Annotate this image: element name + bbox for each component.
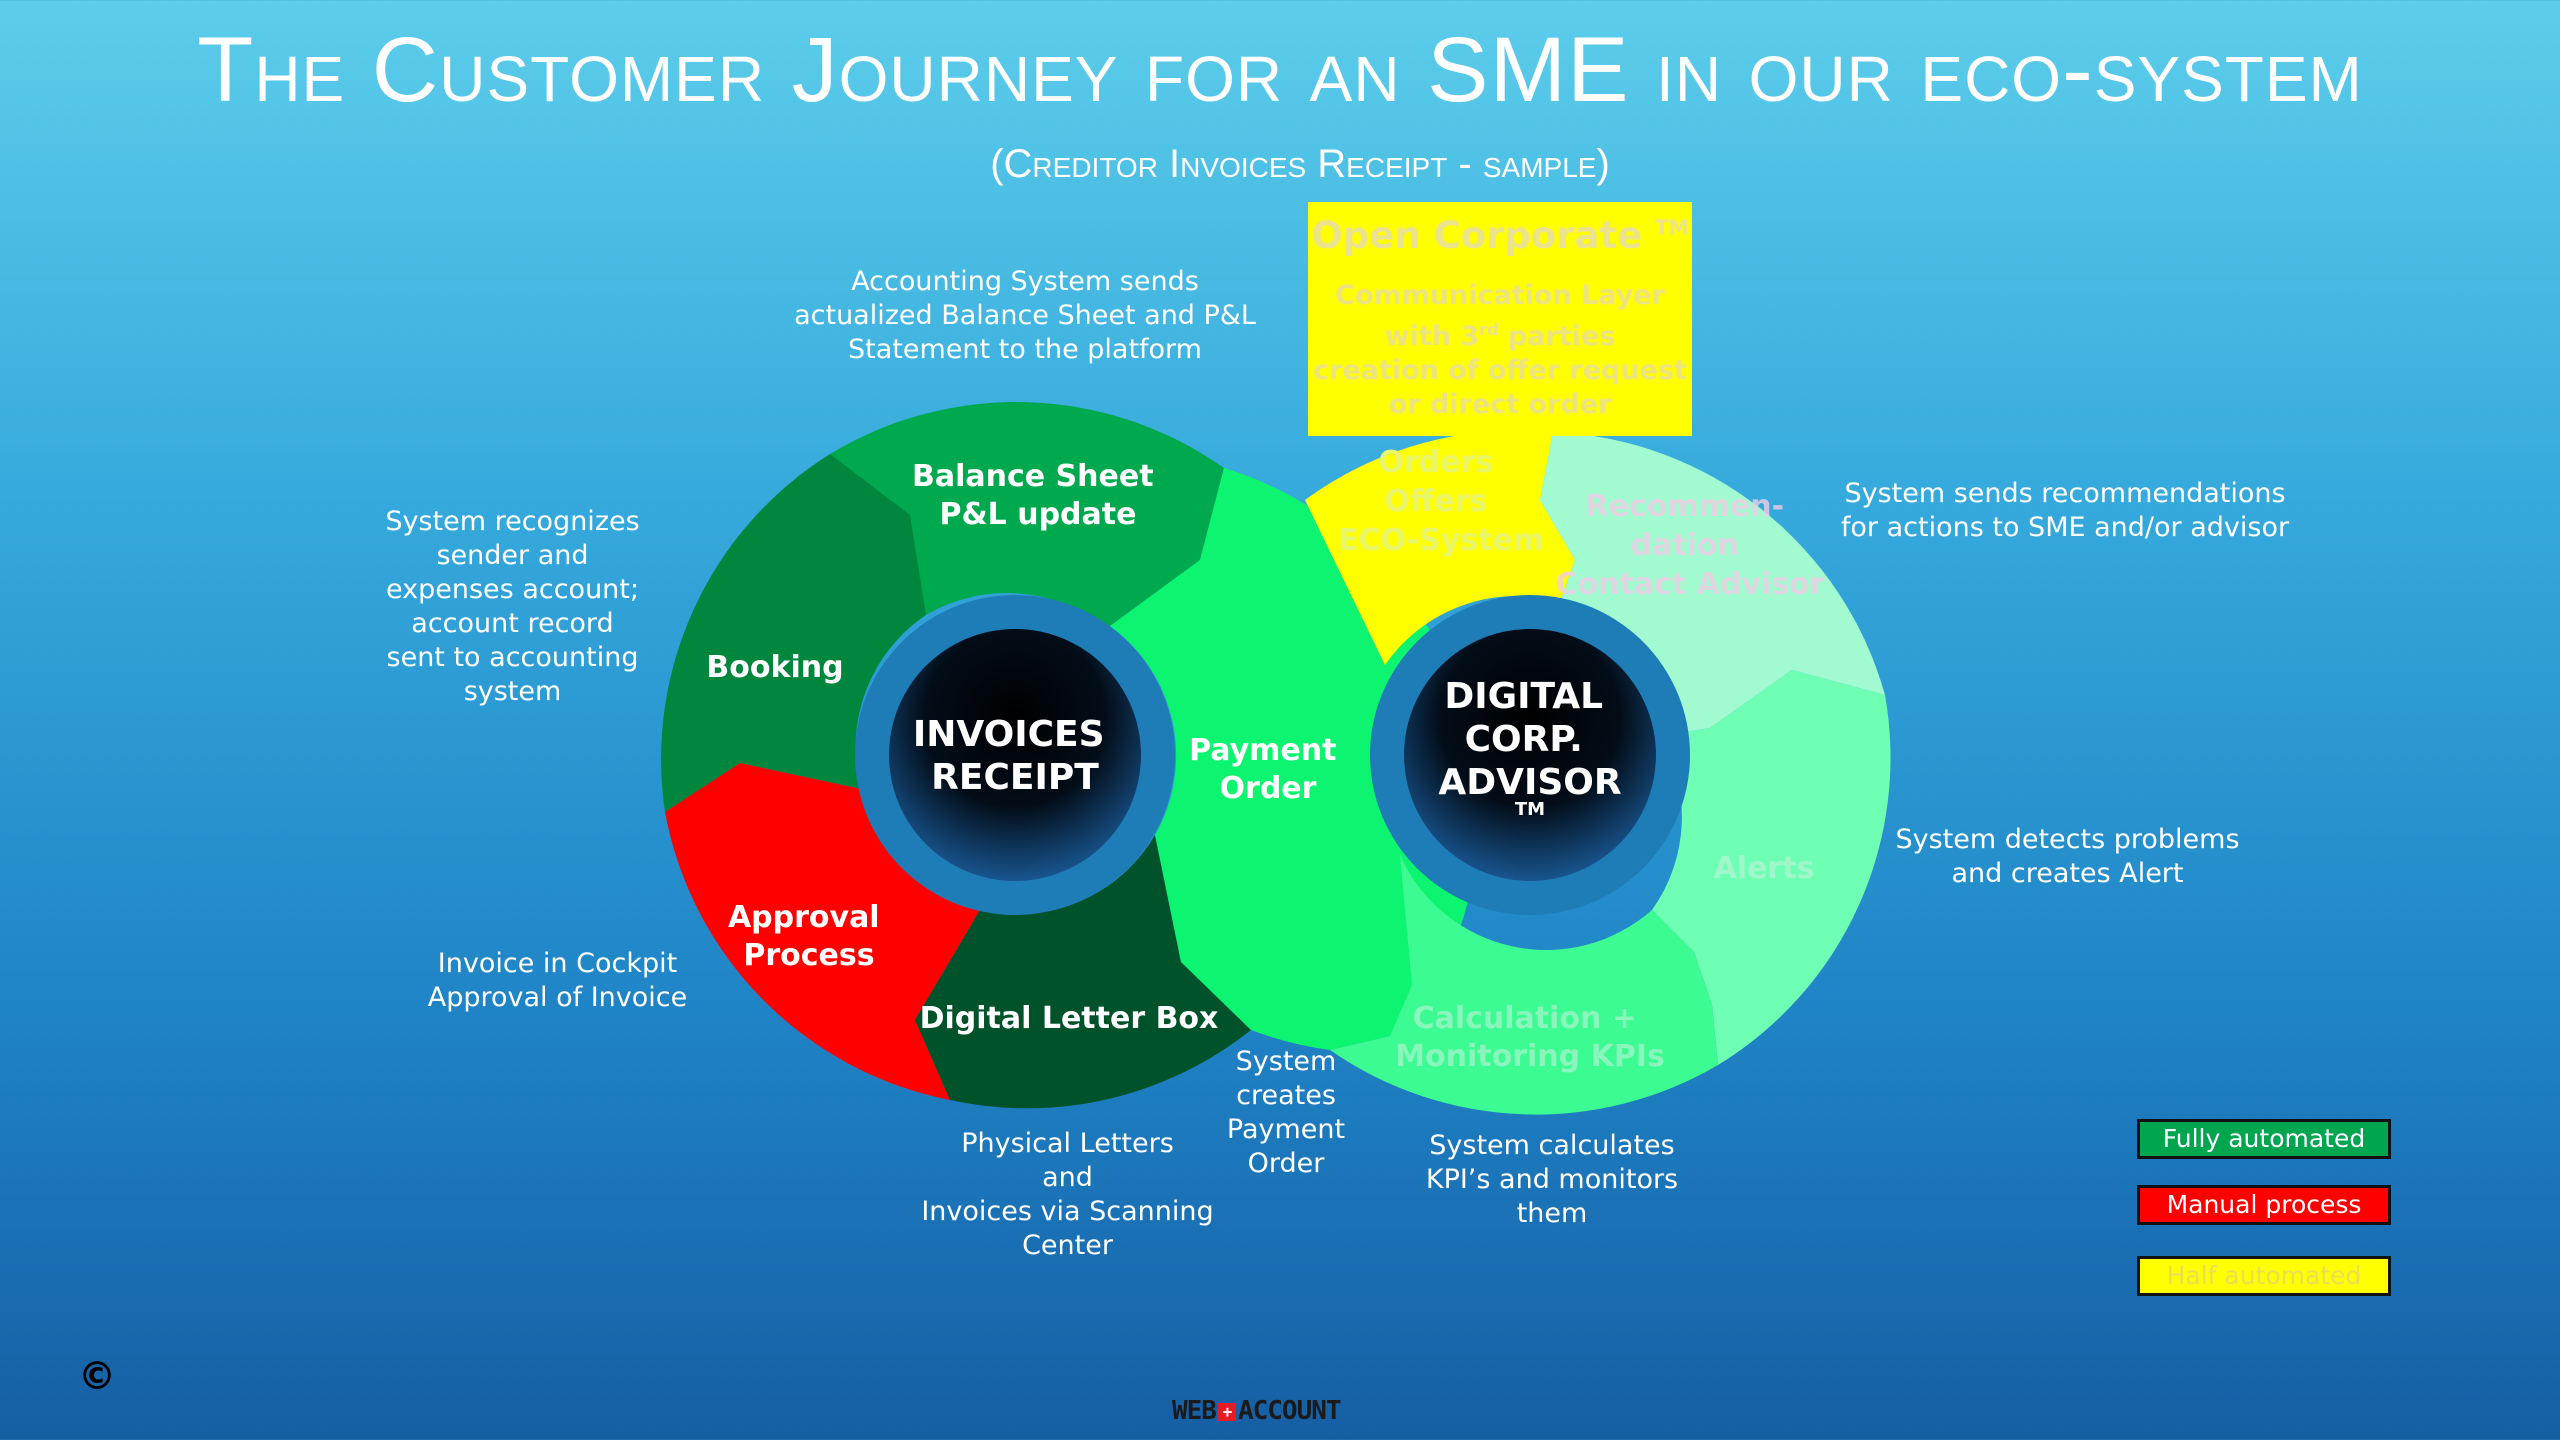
booking-label: Booking — [706, 650, 843, 685]
payment-order-label: Payment Order — [1189, 733, 1347, 806]
copyright-symbol: © — [78, 1354, 116, 1398]
segment-recommendation — [1540, 432, 1885, 736]
note-system-creates-payment: System creates Payment Order — [1226, 1046, 1346, 1179]
segment-booking — [661, 454, 926, 812]
page-title: The Customer Journey for an SME in our e… — [197, 19, 2363, 121]
recommendation-label: Recommen- dation Contact Advisor — [1556, 489, 1825, 602]
webaccount-logo: WEB+ACCOUNT — [1172, 1396, 1342, 1426]
advisor-trademark: TM — [1515, 799, 1545, 820]
legend-half-automated: Half automated — [2137, 1256, 2391, 1296]
segment-approval — [665, 763, 980, 1100]
note-system-recognizes: System recognizes sender and expenses ac… — [385, 506, 640, 707]
note-system-detects-problems: System detects problems and creates Aler… — [1895, 824, 2240, 889]
segment-orders-ecosystem — [1305, 430, 1575, 665]
note-physical-letters: Physical Letters and Invoices via Scanni… — [921, 1128, 1214, 1261]
orders-ecosystem-label: Orders Offers ECO-System — [1338, 445, 1544, 558]
note-system-calculates-kpis: System calculates KPI’s and monitors the… — [1425, 1130, 1679, 1229]
swiss-cross-icon: + — [1217, 1403, 1236, 1421]
page-subtitle: (Creditor Invoices Receipt - sample) — [990, 142, 1610, 186]
approval-process-label: Approval Process — [728, 900, 890, 973]
digital-corp-advisor-label: DIGITAL CORP. ADVISOR — [1438, 676, 1621, 803]
note-accounting-system: Accounting System sends actualized Balan… — [794, 266, 1256, 365]
hub-invoices-receipt — [855, 595, 1175, 915]
balance-sheet-label: Balance Sheet P&L update — [912, 459, 1164, 532]
calculation-kpis-label: Calculation + Monitoring KPIs — [1395, 1001, 1665, 1074]
open-corporate-title: Open Corporate TM — [1311, 214, 1689, 257]
digital-letter-box-label: Digital Letter Box — [920, 1001, 1219, 1036]
segment-balance-sheet — [830, 402, 1224, 626]
invoices-receipt-label: INVOICES RECEIPT — [913, 714, 1117, 798]
segment-calculation-kpis — [1330, 855, 1718, 1115]
alerts-label: Alerts — [1714, 851, 1815, 886]
legend-manual-process: Manual process — [2137, 1185, 2391, 1225]
segment-alerts — [1652, 670, 1891, 1065]
legend-fully-automated: Fully automated — [2137, 1119, 2391, 1159]
open-corporate-trademark: TM — [1655, 215, 1689, 240]
hub-digital-corp-advisor — [1370, 595, 1690, 915]
segment-letter-box — [915, 835, 1251, 1109]
note-system-sends-recommendations: System sends recommendations for actions… — [1840, 478, 2290, 543]
note-invoice-cockpit: Invoice in Cockpit Approval of Invoice — [427, 948, 688, 1013]
